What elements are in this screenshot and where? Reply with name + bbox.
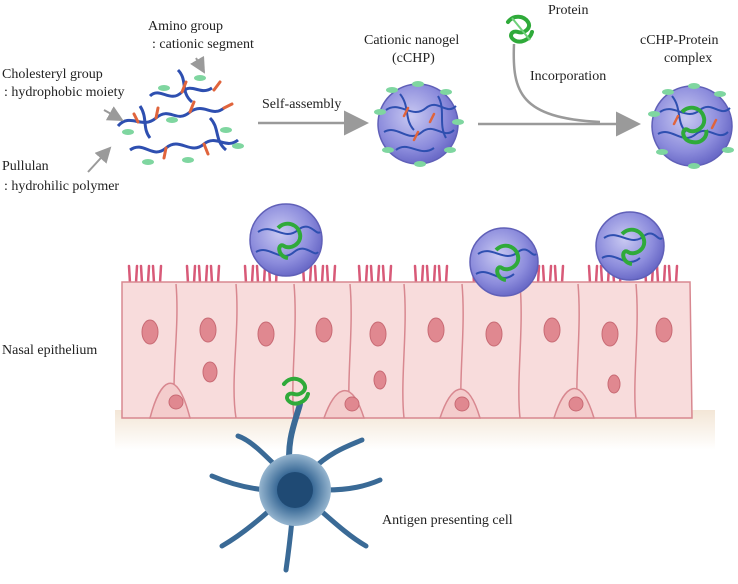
cilium — [553, 264, 558, 285]
cilium — [548, 264, 553, 285]
pullulan-sublabel: : hydrohilic polymer — [4, 179, 119, 194]
cilium — [364, 264, 369, 285]
cilium — [320, 264, 325, 285]
incorporation-label: Incorporation — [530, 69, 606, 84]
epithelial-cells — [121, 281, 693, 419]
antigen-presenting-cell-label: Antigen presenting cell — [382, 513, 513, 528]
cilium — [444, 264, 449, 285]
cilium — [560, 264, 565, 285]
nanogel-label: Cationic nanogel — [364, 33, 459, 48]
cilia — [127, 264, 679, 285]
protein-icon — [506, 14, 534, 44]
cilium — [332, 264, 337, 285]
cilium — [216, 264, 221, 285]
cilium — [376, 264, 381, 285]
cilium — [209, 264, 214, 285]
cilium — [413, 264, 418, 285]
cilium — [425, 264, 430, 285]
cilium — [250, 264, 255, 285]
nasal-epithelium-label: Nasal epithelium — [2, 343, 97, 358]
cilium — [357, 264, 362, 285]
nanogel-sublabel: (cCHP) — [392, 51, 435, 66]
cilium — [134, 264, 139, 285]
cilium — [308, 264, 313, 285]
cationic-nanogel — [374, 81, 464, 167]
cilium — [587, 264, 592, 285]
complex-sublabel: complex — [664, 51, 712, 66]
cilium — [541, 264, 546, 285]
label-pointer-arrows — [87, 55, 205, 173]
complex-label: cCHP-Protein — [640, 33, 719, 48]
cilium — [388, 264, 393, 285]
nanogel-on-epithelium — [249, 203, 665, 297]
amino-group-sublabel: : cationic segment — [152, 37, 254, 52]
polymer-chains — [116, 68, 244, 165]
epithelial-layer — [121, 281, 693, 419]
diagram-labels: Amino group : cationic segment Cholester… — [2, 3, 719, 528]
cilium — [313, 264, 318, 285]
cilium — [667, 264, 672, 285]
cilium — [437, 264, 442, 285]
cell-nuclei — [141, 317, 673, 412]
self-assembly-label: Self-assembly — [262, 97, 341, 112]
pullulan-label: Pullulan — [2, 159, 49, 174]
cilium — [197, 264, 202, 285]
cilium — [204, 264, 209, 285]
cilium — [325, 264, 330, 285]
cilium — [674, 264, 679, 285]
cilium — [420, 264, 425, 285]
cilium — [185, 264, 190, 285]
incorporation-arrow — [512, 43, 601, 124]
cholesteryl-group-label: Cholesteryl group — [2, 67, 103, 82]
cilium — [255, 264, 260, 285]
cilium — [151, 264, 156, 285]
antigen-presenting-cell — [209, 376, 383, 573]
cilium — [432, 264, 437, 285]
cilium — [158, 264, 163, 285]
cilium — [139, 264, 144, 285]
cilium — [655, 264, 660, 285]
cchp-protein-complex — [648, 83, 734, 169]
amino-group-label: Amino group — [148, 19, 223, 34]
cilium — [381, 264, 386, 285]
cilium — [127, 264, 132, 285]
cilium — [243, 264, 248, 285]
cilium — [599, 264, 604, 285]
cholesteryl-group-sublabel: : hydrophobic moiety — [4, 85, 125, 100]
cilium — [662, 264, 667, 285]
cilium — [536, 264, 541, 285]
cilium — [369, 264, 374, 285]
cilium — [594, 264, 599, 285]
protein-label: Protein — [548, 3, 588, 18]
cilium — [146, 264, 151, 285]
cilium — [192, 264, 197, 285]
